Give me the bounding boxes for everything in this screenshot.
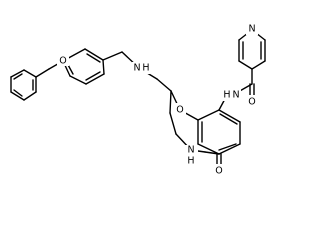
lactam-hydrogen-label: H [187,156,194,167]
fused-benzene-ring [197,109,241,155]
atom-labels: N H N O O N H O O N H [57,23,258,177]
lactam-nitrogen-label: N [187,145,194,156]
ether-oxygen-label: O [59,56,66,67]
lactam-oxygen-label: O [215,166,222,177]
bond-ch2-ring [156,78,172,92]
amine-hydrogen-label: H [142,63,149,74]
phenyl-ring [10,69,37,101]
ring-oxygen-label: O [176,105,183,116]
bond-phenyl-ether [35,68,50,78]
amide-nh-nitrogen-label: N [232,90,239,101]
benzyl-ring [62,48,105,85]
bond-benzyl-ch2 [102,51,123,61]
amide-carbonyl-oxygen-label: O [248,97,255,108]
pyridine-ring [238,32,266,70]
chemical-structure-diagram: N H N O O N H O O N H [10,23,266,177]
pyridine-nitrogen-label: N [248,24,255,35]
amide-nh-hydrogen-label: H [223,90,230,101]
amine-nitrogen-label: N [133,63,140,74]
